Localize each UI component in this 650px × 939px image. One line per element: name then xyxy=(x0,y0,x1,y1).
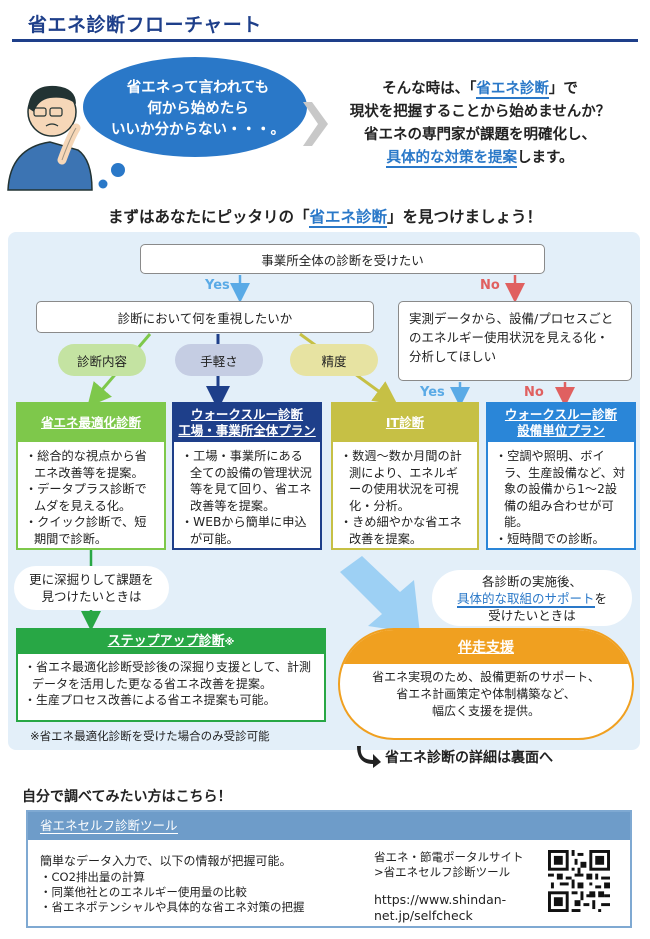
thought-bubble xyxy=(83,57,307,157)
card-walkthrough-site[interactable]: ウォークスルー診断工場・事業所全体プラン ・工場・事業所にある全ての設備の管理状… xyxy=(172,402,322,550)
worry-bubble-text: 省エネって言われても 何から始めたら いいか分からない・・・。 xyxy=(111,80,285,138)
detail-link[interactable]: 省エネ診断の詳細は裏面へ xyxy=(385,750,553,766)
big-arrow-icon xyxy=(340,556,420,634)
page-title: 省エネ診断フローチャート xyxy=(28,14,262,36)
tool-intro: 簡単なデータ入力で、以下の情報が把握可能。 xyxy=(40,854,292,868)
card-walkthrough-equipment[interactable]: ウォークスルー診断設備単位プラン ・空調や照明、ボイラ、生産設備など、対象の設備… xyxy=(486,402,636,550)
qr-code-icon[interactable] xyxy=(548,850,610,912)
card-companion-support[interactable]: 伴走支援 省エネ実現のため、設備更新のサポート、 省エネ計画策定や体制構築など、… xyxy=(338,628,634,740)
worried-person-icon xyxy=(7,85,93,191)
turn-arrow-icon xyxy=(357,746,381,768)
pill-ease: 手軽さ xyxy=(175,344,263,376)
support-note: 各診断の実施後、 具体的な取組のサポートを 受けたいときは xyxy=(432,570,632,626)
pill-accuracy: 精度 xyxy=(290,344,378,376)
card-it[interactable]: IT診断 ・数週～数か月間の計測により、エネルギーの使用状況を可視化・分析。 ・… xyxy=(331,402,479,550)
tool-url[interactable]: https://www.shindan- net.jp/selfcheck xyxy=(374,892,507,923)
no-label-2: No xyxy=(524,385,544,400)
question-whole-site: 事業所全体の診断を受けたい xyxy=(140,244,545,274)
chevron-right-icon xyxy=(303,102,328,146)
portal-path: 省エネ・節電ポータルサイト >省エネセルフ診断ツール xyxy=(374,850,524,879)
yes-label: Yes xyxy=(205,278,230,293)
self-check-tool-box: 省エネセルフ診断ツール 簡単なデータ入力で、以下の情報が把握可能。 ・CO2排出… xyxy=(26,810,632,928)
no-label: No xyxy=(480,278,500,293)
intro-message: そんな時は、「省エネ診断」で 現状を把握することから始めませんか？ 省エネの専門… xyxy=(349,81,611,168)
self-check-heading: 自分で調べてみたい方はこちら！ xyxy=(22,789,232,805)
tool-feature-list: ・CO2排出量の計算 ・同業他社とのエネルギー使用量の比較 ・省エネポテンシャル… xyxy=(40,870,305,914)
yes-label-2: Yes xyxy=(420,385,445,400)
card-step-up[interactable]: ステップアップ診断※ ・省エネ最適化診断受診後の深掘り支援として、計測データを活… xyxy=(16,628,326,722)
deep-dive-note: 更に深掘りして課題を 見つけたいときは xyxy=(14,566,169,610)
tool-title[interactable]: 省エネセルフ診断ツール xyxy=(28,812,630,840)
intro-illustration xyxy=(7,57,328,191)
pill-content: 診断内容 xyxy=(58,344,146,376)
step-footnote: ※省エネ最適化診断を受けた場合のみ受診可能 xyxy=(30,729,270,743)
question-measured-data: 実測データから、設備/プロセスごとのエネルギー使用状況を見える化・分析してほしい xyxy=(398,301,632,381)
card-optimization[interactable]: 省エネ最適化診断 ・総合的な視点から省エネ改善等を提案。 ・データプラス診断でム… xyxy=(16,402,166,550)
title-underline xyxy=(12,39,638,42)
question-priority: 診断において何を重視したいか xyxy=(36,301,374,333)
find-heading: まずはあなたにピッタリの「省エネ診断」を見つけましょう！ xyxy=(107,208,543,228)
